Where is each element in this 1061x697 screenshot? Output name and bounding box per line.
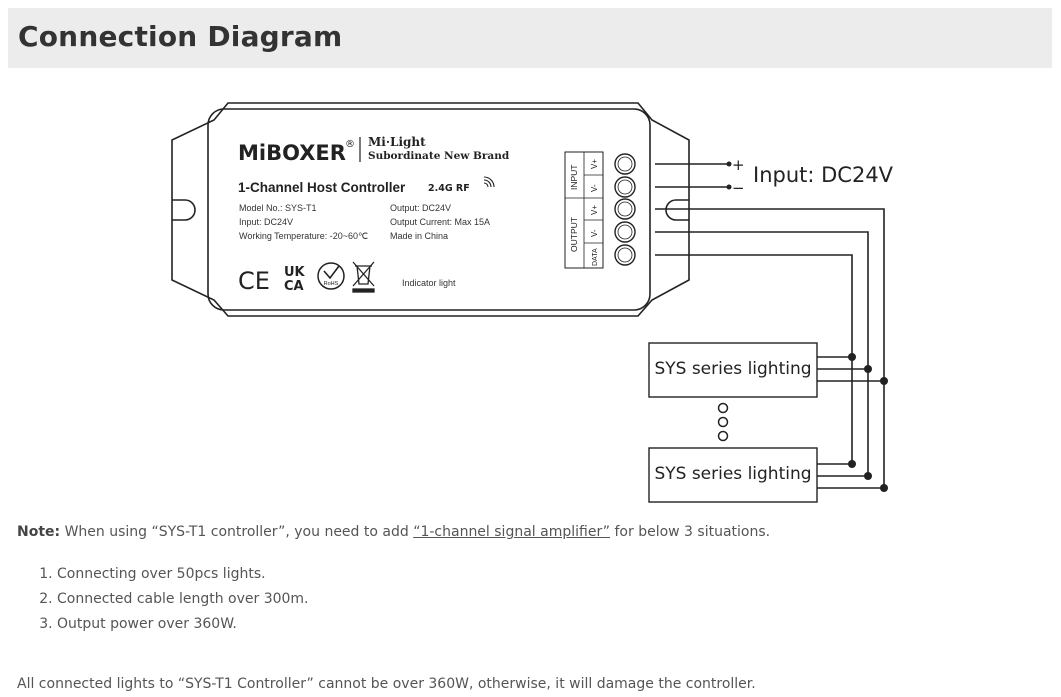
registered-mark: ® — [345, 139, 355, 150]
wire-junctions — [726, 161, 888, 492]
terminal-group-input: INPUT — [569, 165, 579, 191]
controller-housing — [171, 102, 690, 317]
terminal-pin-label: V+ — [590, 159, 599, 169]
subbrand-tagline: Subordinate New Brand — [368, 150, 510, 162]
ce-mark: CE — [238, 267, 270, 295]
terminal-pin-label: V- — [590, 229, 599, 237]
spec-origin: Made in China — [390, 231, 448, 241]
subbrand-name: Mi·Light — [368, 135, 426, 149]
terminal-group-output: OUTPUT — [569, 217, 579, 252]
input-minus-sign: − — [732, 179, 745, 197]
situations-list: Connecting over 50pcs lights. Connected … — [17, 562, 309, 637]
list-item: Output power over 360W. — [57, 612, 309, 637]
section-header: Connection Diagram — [8, 8, 1052, 68]
list-item: Connecting over 50pcs lights. — [57, 562, 309, 587]
product-name: 1-Channel Host Controller — [238, 180, 406, 195]
page-title: Connection Diagram — [18, 20, 343, 53]
light-box-2: SYS series lighting — [648, 447, 818, 503]
weee-bin-icon — [352, 261, 375, 293]
terminal-pin-label: DATA — [592, 248, 599, 266]
ukca-mark-bottom: CA — [284, 279, 304, 294]
light-label: SYS series lighting — [654, 464, 811, 484]
list-item: Connected cable length over 300m. — [57, 587, 309, 612]
indicator-label: Indicator light — [402, 278, 456, 288]
rohs-icon: RoHS — [317, 262, 345, 290]
continuation-dots — [717, 402, 729, 442]
rohs-label: RoHS — [324, 281, 339, 287]
spec-model: Model No.: SYS-T1 — [239, 203, 317, 213]
signal-amplifier-link[interactable]: “1-channel signal amplifier” — [413, 524, 611, 540]
input-plus-sign: + — [732, 156, 745, 174]
connection-diagram: MiBOXER ® Mi·Light Subordinate New Brand… — [171, 102, 894, 503]
brand-logo: MiBOXER — [238, 141, 346, 165]
light-box-1: SYS series lighting — [648, 342, 818, 398]
wiring — [655, 163, 885, 489]
ukca-mark-top: UK — [284, 265, 306, 280]
rf-signal-icon — [483, 176, 495, 188]
power-input-label: Input: DC24V — [753, 163, 894, 187]
terminal-pin-label: V+ — [590, 205, 599, 215]
spec-output: Output: DC24V — [390, 203, 451, 213]
spec-temperature: Working Temperature: -20~60℃ — [239, 231, 368, 241]
note-prefix: Note: — [17, 524, 61, 540]
note-paragraph: Note: When using “SYS-T1 controller”, yo… — [17, 524, 770, 540]
terminal-block: INPUT OUTPUT V+ V- V+ V- DATA — [564, 151, 636, 269]
rf-label: 2.4G RF — [428, 183, 470, 194]
spec-input: Input: DC24V — [239, 217, 293, 227]
note-text-before: When using “SYS-T1 controller”, you need… — [60, 524, 414, 540]
terminal-pin-label: V- — [590, 184, 599, 192]
warning-text: All connected lights to “SYS-T1 Controll… — [17, 676, 756, 692]
light-label: SYS series lighting — [654, 359, 811, 379]
note-text-after: for below 3 situations. — [610, 524, 771, 540]
spec-output-current: Output Current: Max 15A — [390, 217, 490, 227]
